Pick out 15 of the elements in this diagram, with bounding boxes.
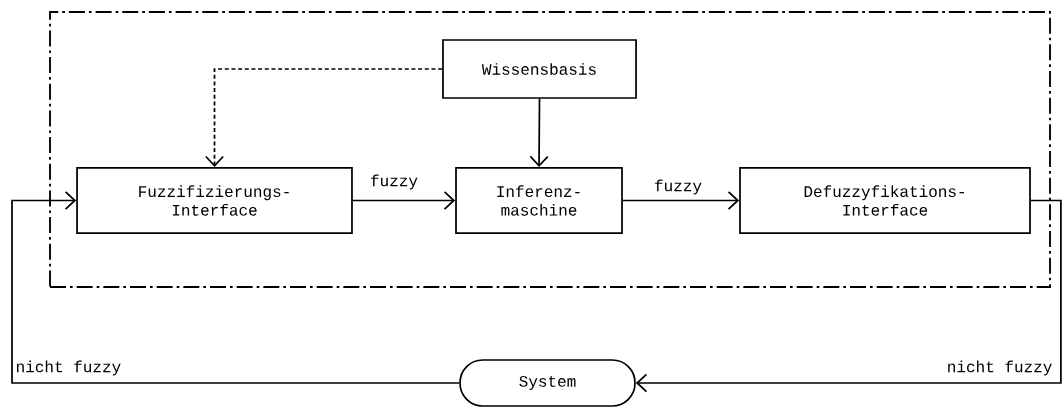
arrow: [11, 190, 461, 384]
arrow: [351, 190, 456, 211]
edge-label: nicht fuzzy: [945, 359, 1054, 377]
process-box: Wissensbasis: [442, 39, 637, 99]
edge-label: fuzzy: [368, 173, 420, 191]
edge-label: fuzzy: [652, 178, 704, 196]
arrow: [622, 190, 740, 211]
system-boundary: [49, 11, 1051, 288]
edge-label: nicht fuzzy: [14, 359, 123, 377]
arrow: [204, 68, 443, 168]
arrow: [529, 98, 549, 168]
arrow: [635, 199, 1062, 393]
process-box: Inferenz- maschine: [455, 167, 623, 234]
process-box: Defuzzyfikations- Interface: [739, 167, 1031, 234]
process-box: Fuzzifizierungs- Interface: [76, 167, 353, 234]
